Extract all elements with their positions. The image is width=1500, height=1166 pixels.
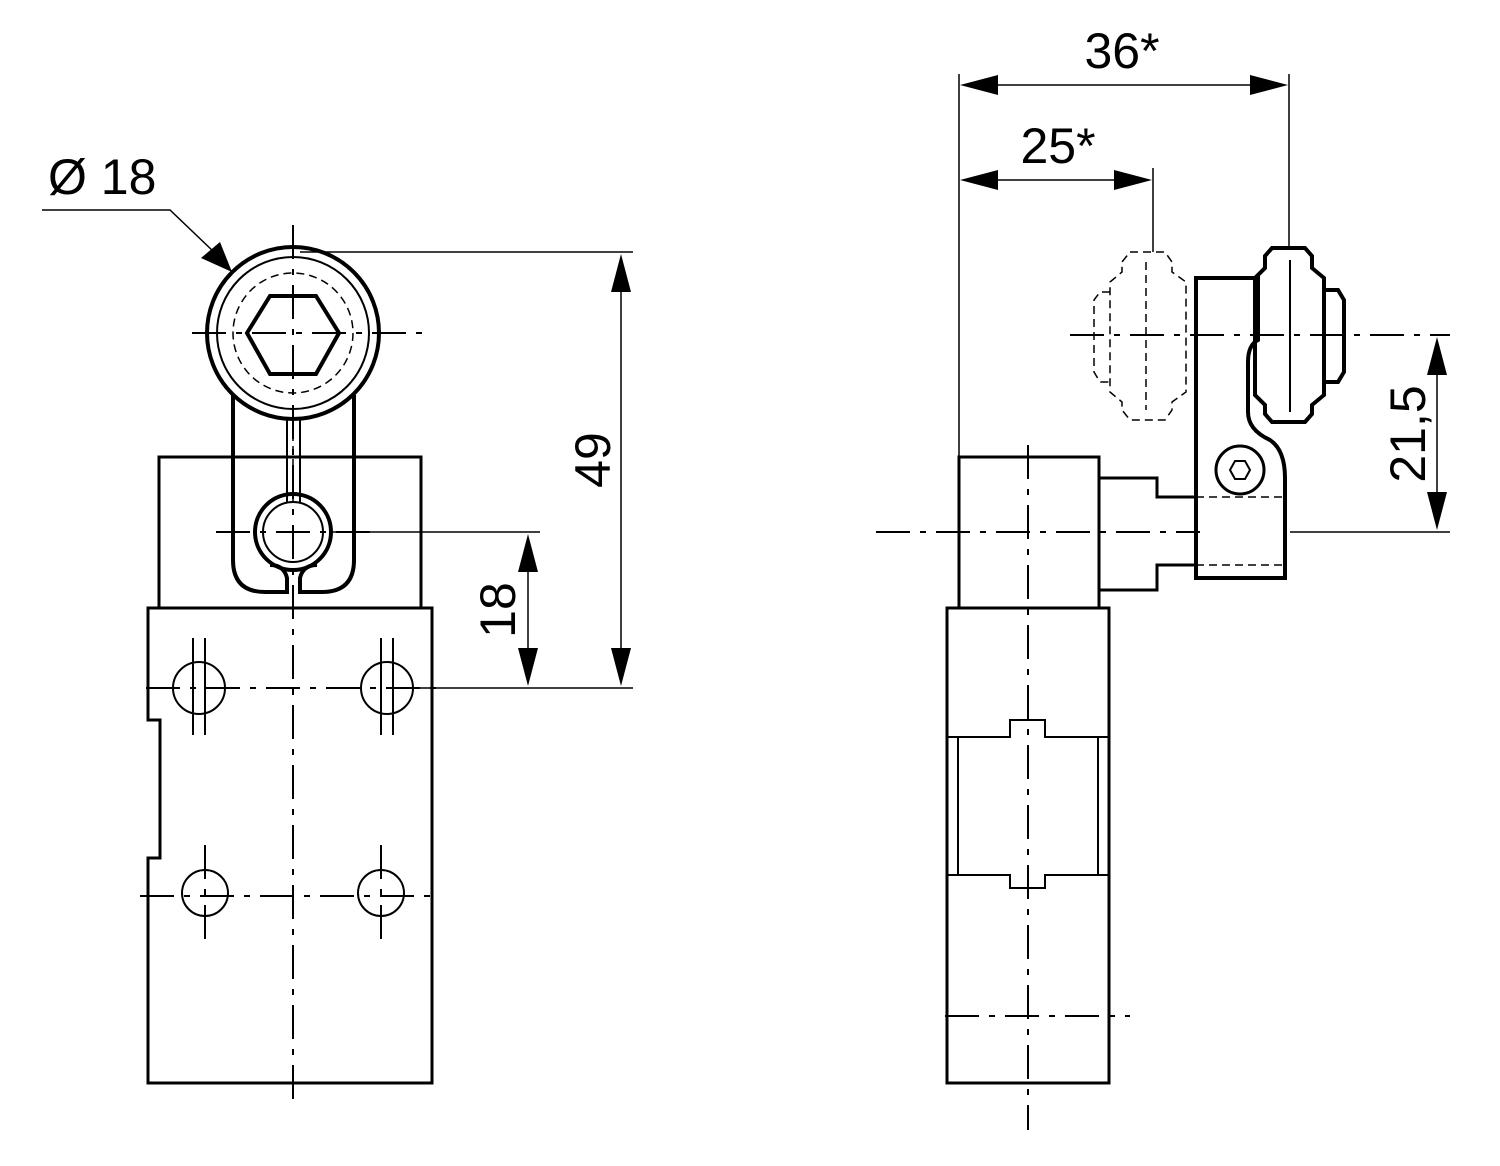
front-lever-arm-right	[298, 395, 356, 594]
side-clamp-screw	[1214, 444, 1266, 496]
side-lever-clamp	[1194, 276, 1287, 580]
side-shaft	[1099, 476, 1198, 592]
front-housing-body	[146, 606, 434, 1085]
max-reach-label: 36*	[1084, 23, 1159, 79]
side-roller-phantom	[1109, 251, 1187, 421]
front-view: Ø 18 49 18	[42, 149, 633, 1100]
front-lever-arm	[231, 395, 289, 594]
side-roller	[1253, 246, 1326, 424]
roller-diameter-label: Ø 18	[48, 149, 156, 205]
side-view: 36* 25* 21,5	[876, 23, 1450, 1130]
roller-offset-label: 21,5	[1380, 385, 1436, 482]
min-reach-label: 25*	[1020, 118, 1095, 174]
overall-height-label: 49	[565, 432, 621, 488]
pivot-height-label: 18	[470, 582, 526, 638]
